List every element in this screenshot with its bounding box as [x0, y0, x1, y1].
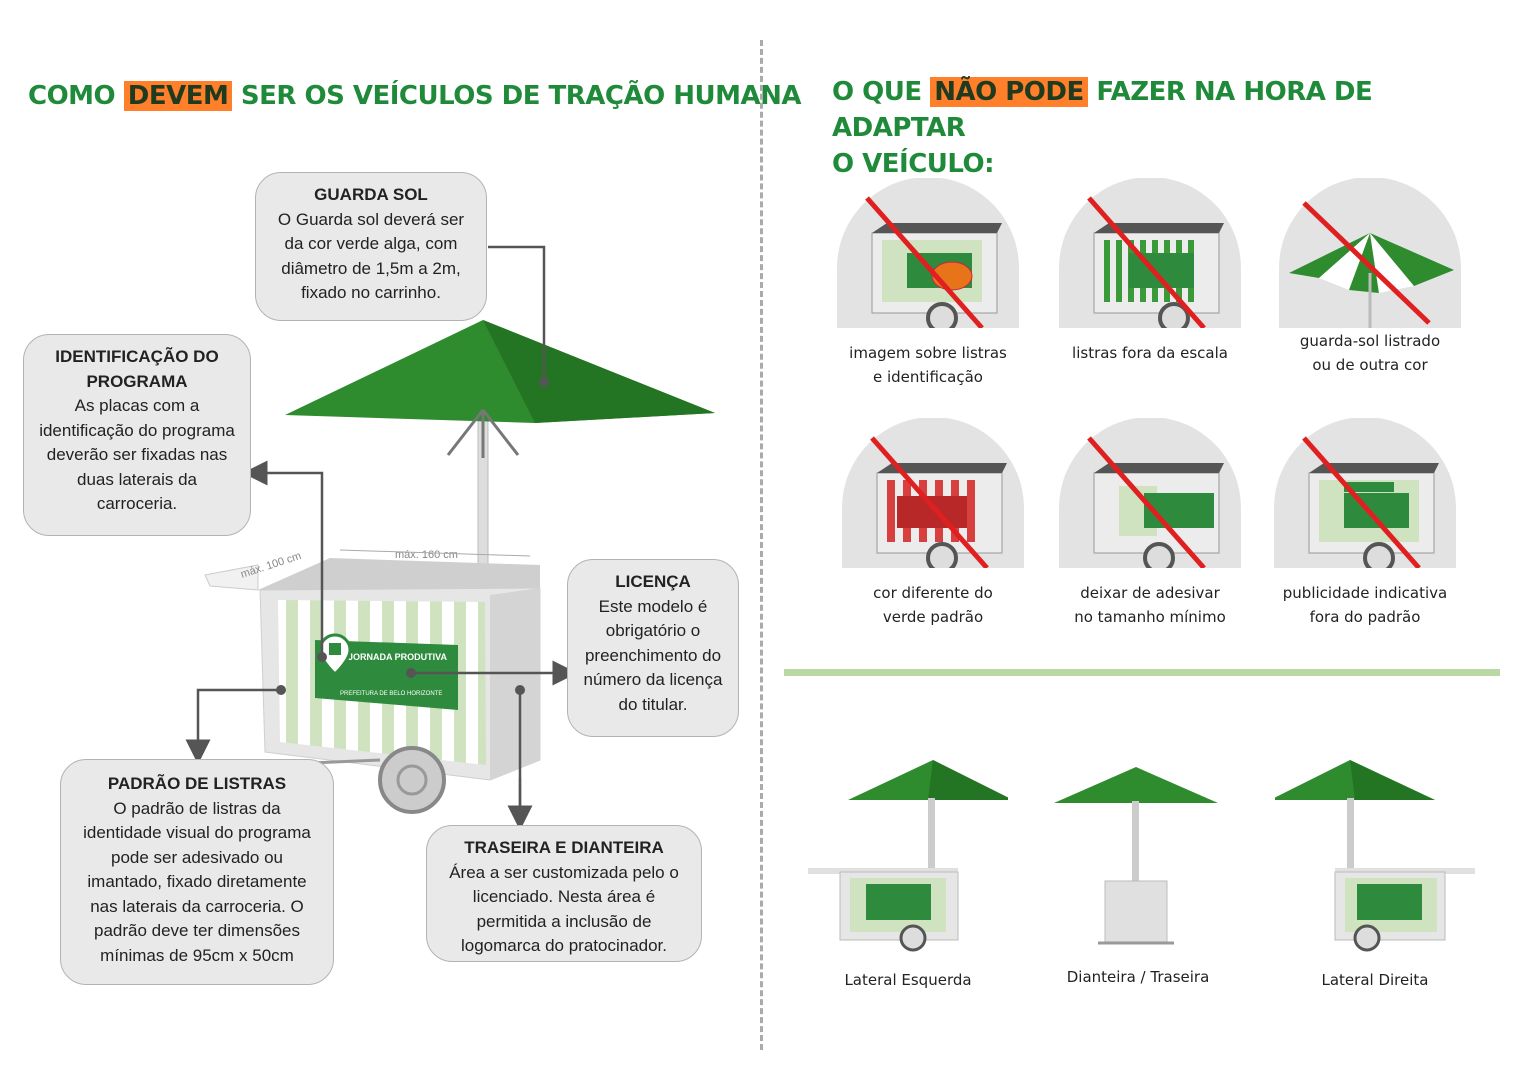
callout-licenca: LICENÇA Este modelo é obrigatório o pree… [567, 559, 739, 737]
right-headline: O QUE NÃO PODE FAZER NA HORA DE ADAPTAR … [832, 74, 1492, 182]
callout-traseira-dianteira: TRASEIRA E DIANTEIRA Área a ser customiz… [426, 825, 702, 962]
bad-example-image [842, 417, 1024, 574]
headline-text: O VEÍCULO: [832, 149, 995, 179]
callout-body: O padrão de listras da identidade visual… [83, 798, 311, 965]
prohibit-slash [1087, 436, 1206, 570]
callout-guarda-sol: GUARDA SOL O Guarda sol deverá ser da co… [255, 172, 487, 321]
view-caption: Lateral Esquerda [844, 971, 972, 989]
headline-text: COMO [28, 81, 116, 111]
bad-example-image [1059, 417, 1241, 574]
callout-title: IDENTIFICAÇÃO DO PROGRAMA [55, 347, 219, 391]
callout-body: Este modelo é obrigatório o preenchiment… [583, 596, 723, 714]
view-lateral-esquerda: Lateral Esquerda [808, 758, 1013, 989]
callout-connectors [185, 245, 578, 831]
headline-text: FAZER NA HORA DE ADAPTAR [832, 77, 1373, 143]
callout-title: LICENÇA [615, 572, 691, 591]
view-caption: Lateral Direita [1321, 971, 1429, 989]
view-lateral-direita: Lateral Direita [1270, 758, 1475, 989]
callout-title: TRASEIRA E DIANTEIRA [464, 838, 664, 857]
bad-example-caption: listras fora da escala [1072, 344, 1228, 362]
bad-example-image [837, 177, 1019, 334]
bad-example-image [1059, 177, 1241, 334]
view-front-image [1054, 767, 1218, 945]
cart-top [258, 558, 540, 592]
identification-panel [315, 640, 458, 710]
headline-text: SER OS VEÍCULOS DE TRAÇÃO HUMANA [240, 81, 802, 111]
callout-title: GUARDA SOL [314, 185, 428, 204]
left-headline: COMO DEVEM SER OS VEÍCULOS DE TRAÇÃO HUM… [28, 78, 802, 114]
prohibit-slash [1087, 196, 1206, 330]
callout-body: As placas com a identificação do program… [39, 396, 235, 513]
column-divider [760, 40, 763, 1050]
headline-text: O QUE [832, 77, 922, 107]
prohibit-slash [1302, 201, 1431, 325]
view-right-image [1270, 760, 1475, 952]
view-left-image [808, 760, 1013, 952]
callout-title: PADRÃO DE LISTRAS [107, 774, 287, 793]
prohibit-slash [1302, 436, 1421, 570]
bad-example-image [1274, 417, 1456, 574]
view-dianteira-traseira: Dianteira / Traseira [1038, 765, 1238, 986]
panel-title: JORNADA PRODUTIVA [348, 652, 448, 662]
bad-example-2: listras fora da escala [1045, 177, 1255, 365]
section-rule [784, 669, 1500, 676]
cart-illustration: máx. 100 cm máx. 160 cm JORNADA PRODUTIV… [204, 320, 715, 814]
bad-example-image [1279, 177, 1461, 328]
headline-highlight: NÃO PODE [930, 77, 1088, 107]
callout-body: O Guarda sol deverá ser da cor verde alg… [277, 209, 465, 303]
prohibit-slash [865, 196, 984, 330]
callout-identificacao: IDENTIFICAÇÃO DO PROGRAMA As placas com … [23, 334, 251, 536]
wheel [378, 746, 446, 814]
callout-body: Área a ser customizada pelo o licenciado… [449, 862, 679, 956]
callout-padrao-listras: PADRÃO DE LISTRAS O padrão de listras da… [60, 759, 334, 985]
headline-highlight: DEVEM [123, 81, 233, 111]
prohibit-slash [870, 436, 989, 570]
panel-subtitle: PREFEITURA DE BELO HORIZONTE [340, 691, 442, 697]
view-caption: Dianteira / Traseira [1066, 968, 1210, 986]
